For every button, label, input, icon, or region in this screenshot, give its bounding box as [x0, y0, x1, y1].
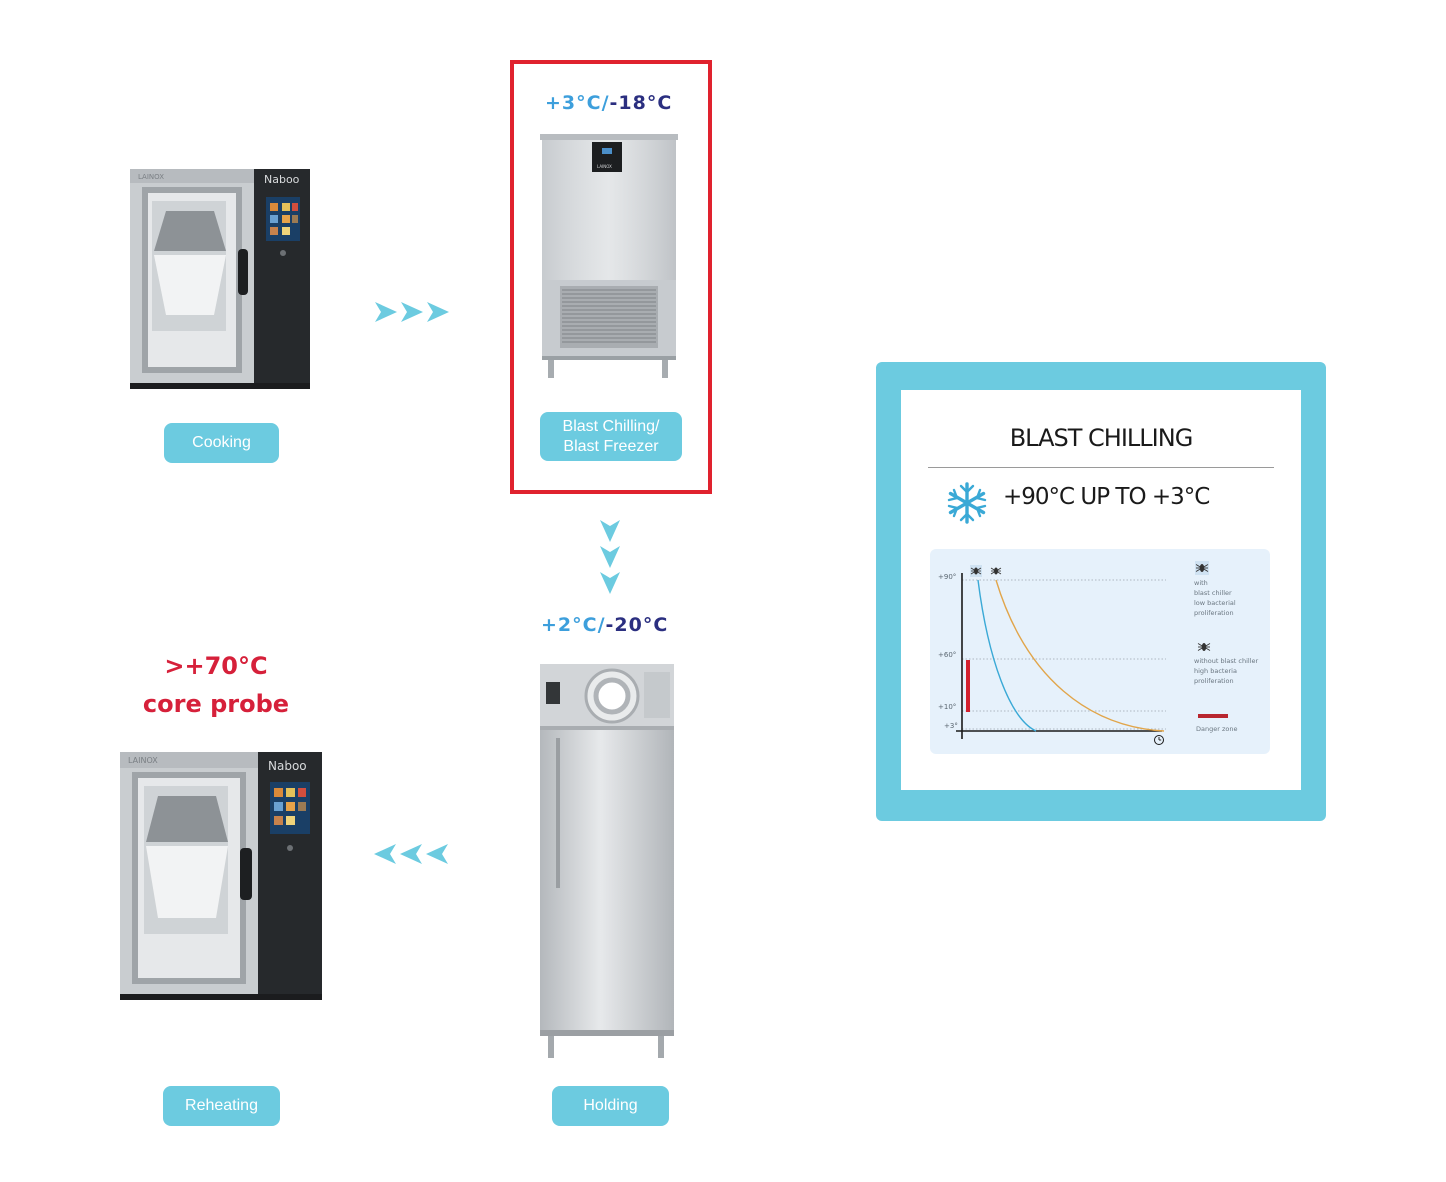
svg-text:LAINOX: LAINOX — [138, 173, 164, 181]
y-tick-10: +10° — [938, 703, 956, 711]
arrow-down-icon — [598, 520, 622, 594]
legend-with-line3: low bacterial — [1194, 599, 1236, 607]
legend-danger-swatch — [1198, 714, 1228, 718]
legend-without-line1: without blast chiller — [1194, 657, 1259, 665]
holding-temperature: +2°C/-20°C — [541, 614, 668, 636]
reheating-label: Reheating — [163, 1086, 280, 1126]
arrow-right-icon — [375, 300, 451, 324]
reheating-oven-image: LAINOX Naboo — [120, 748, 324, 1009]
blast-label-line2: Blast Freezer — [563, 437, 659, 455]
bug-icon-with — [970, 565, 982, 577]
svg-text:Naboo: Naboo — [268, 759, 307, 773]
legend-with-line4: proliferation — [1194, 609, 1234, 617]
card-subtitle: +90°C UP TO +3°C — [1003, 484, 1210, 510]
blast-temperature: +3°C/-18°C — [545, 92, 672, 114]
svg-text:Naboo: Naboo — [264, 173, 300, 186]
legend-without-line2: high bacteria — [1194, 667, 1237, 675]
legend-with-line2: blast chiller — [1194, 589, 1232, 597]
holding-label: Holding — [552, 1086, 669, 1126]
svg-text:LAINOX: LAINOX — [597, 164, 612, 169]
curve-without-blast-chiller — [995, 579, 1165, 732]
legend-with-icon — [1195, 561, 1209, 575]
blast-chiller-image: LAINOX — [540, 134, 678, 387]
danger-zone-bar — [966, 660, 970, 712]
holding-temp-freeze: -20°C — [605, 614, 669, 636]
cooking-label-text: Cooking — [192, 434, 251, 451]
curve-with-blast-chiller — [977, 579, 1037, 732]
legend-without-line3: proliferation — [1194, 677, 1234, 685]
legend-without-icon — [1197, 643, 1211, 651]
reheat-temperature-note: >+70°C — [164, 652, 268, 680]
clock-icon — [1154, 735, 1164, 745]
y-tick-90: +90° — [938, 573, 956, 581]
cooking-label: Cooking — [164, 423, 279, 463]
blast-chilling-label: Blast Chilling/ Blast Freezer — [540, 412, 682, 461]
blast-temp-chill: +3°C/ — [545, 92, 610, 114]
legend-danger-label: Danger zone — [1196, 725, 1237, 733]
card-title: BLAST CHILLING — [1009, 424, 1194, 452]
reheat-core-probe-note: core probe — [142, 690, 290, 718]
card-divider — [928, 467, 1274, 468]
arrow-left-icon — [374, 842, 452, 866]
holding-label-text: Holding — [583, 1097, 638, 1114]
blast-chiller-highlight — [510, 60, 712, 494]
svg-text:LAINOX: LAINOX — [128, 756, 158, 765]
snowflake-icon — [946, 482, 988, 529]
legend-with-line1: with — [1194, 579, 1208, 587]
holding-cabinet-image — [540, 664, 674, 1065]
reheating-label-text: Reheating — [185, 1097, 258, 1114]
cooking-oven-image: LAINOX Naboo — [130, 165, 312, 396]
blast-label-line1: Blast Chilling/ — [562, 417, 660, 435]
blast-chilling-chart: +90° +60° +10° +3° with — [930, 549, 1270, 759]
y-tick-60: +60° — [938, 651, 956, 659]
holding-temp-chill: +2°C/ — [541, 614, 606, 636]
blast-temp-freeze: -18°C — [609, 92, 673, 114]
bug-icon-without — [990, 567, 1002, 575]
y-tick-3: +3° — [944, 722, 958, 730]
